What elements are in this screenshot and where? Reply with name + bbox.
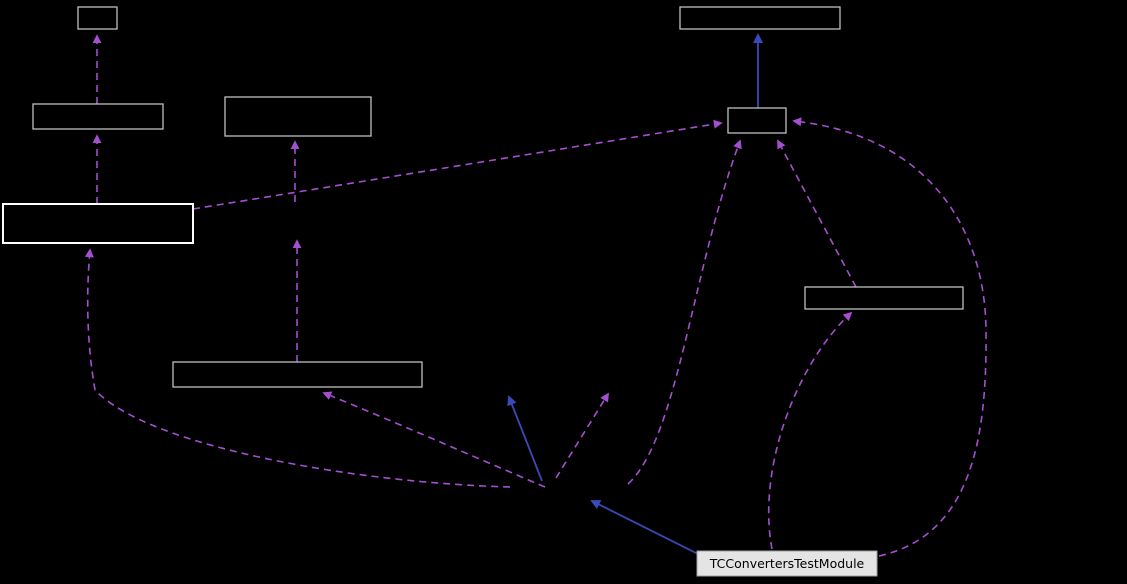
solid-edge-hub-upleft <box>507 395 543 482</box>
dashed-edge-hub-to-leftmain <box>84 248 511 488</box>
dashed-edge-long-diagonal <box>192 119 723 210</box>
dashed-edge-testmodule-sweep <box>792 117 987 557</box>
node-testmodule-label: TCConvertersTestModule <box>709 556 865 571</box>
dashed-edge-hub-to-midwide <box>322 391 546 488</box>
node-testmodule-box <box>696 550 878 577</box>
node-testmodule: TCConvertersTestModule <box>696 550 878 577</box>
solid-edge-testmodule-to-hub <box>590 500 703 557</box>
node-left-upper[interactable] <box>32 103 164 130</box>
dashed-edge-rightmid-to-rightsmall <box>777 139 857 288</box>
dashed-edge-hub-to-rightsmall <box>627 139 742 485</box>
dashed-edge-hub-upright <box>555 392 609 479</box>
node-mid-wide[interactable] <box>172 361 423 388</box>
node-mid-upper[interactable] <box>224 96 372 137</box>
node-top-right-wide[interactable] <box>679 6 841 30</box>
node-left-main[interactable] <box>2 203 194 244</box>
node-right-mid[interactable] <box>804 286 964 310</box>
node-right-small[interactable] <box>727 107 787 134</box>
node-top-left-small[interactable] <box>77 6 118 30</box>
